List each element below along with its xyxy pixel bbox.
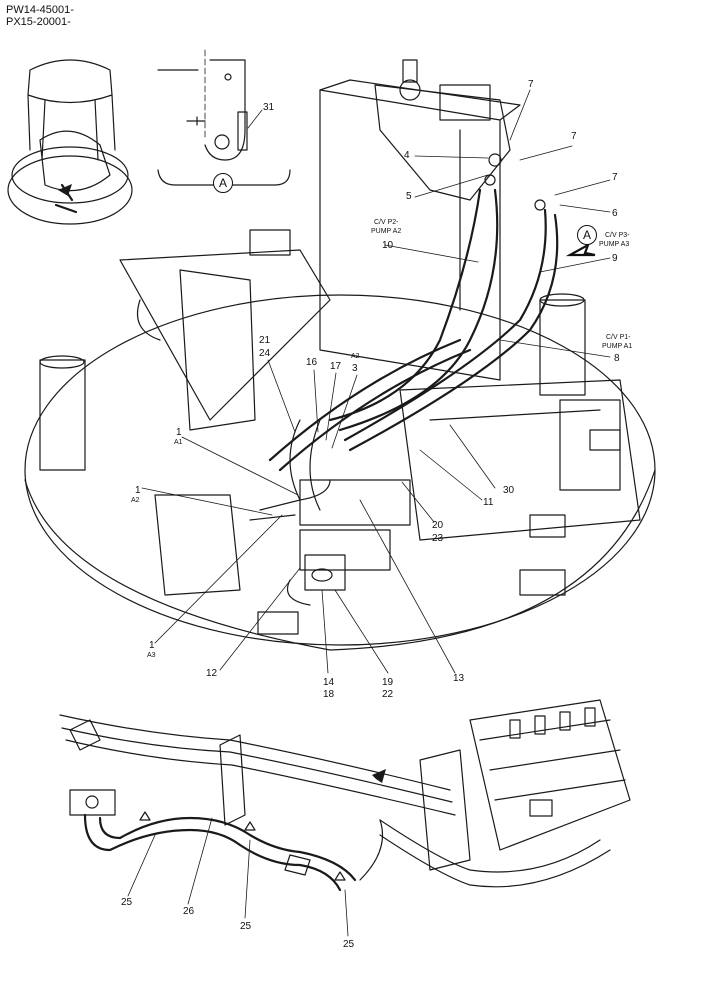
callout-7-a: 7 <box>528 79 534 90</box>
callout-8: 8 <box>614 353 620 364</box>
port-label-p3-line1: C/V P3- <box>605 232 630 239</box>
leader-lines <box>127 89 611 937</box>
callout-18: 18 <box>323 689 335 700</box>
callout-19: 19 <box>382 677 394 688</box>
port-label-p2-line1: C/V P2- <box>374 219 399 226</box>
callout-7-b: 7 <box>571 131 577 142</box>
callout-4: 4 <box>404 150 410 161</box>
callout-1-a3: 1 <box>149 640 155 651</box>
callout-30: 30 <box>503 485 515 496</box>
callout-31: 31 <box>263 102 275 113</box>
sub-label-a2-top: A2 <box>351 353 360 360</box>
callout-22: 22 <box>382 689 394 700</box>
callout-26: 26 <box>183 906 195 917</box>
model-range-header: PW14-45001- PX15-20001- <box>6 4 74 28</box>
model-range-line2: PX15-20001- <box>6 16 71 28</box>
callout-11: 11 <box>483 497 494 508</box>
callout-10: 10 <box>382 240 394 251</box>
machine-thumbnail <box>7 59 133 225</box>
port-label-p2-line2: PUMP A2 <box>371 228 402 235</box>
port-label-p1-line1: C/V P1- <box>606 334 631 341</box>
callout-3: 3 <box>352 363 358 374</box>
callout-7-c: 7 <box>612 172 618 183</box>
callout-25-c: 25 <box>343 939 355 950</box>
detail-a-marker: A <box>213 173 233 193</box>
hoses <box>249 188 559 606</box>
callout-5: 5 <box>406 191 412 202</box>
control-valve-top <box>374 59 596 257</box>
sub-label-a1: A1 <box>174 439 183 446</box>
detail-a-view <box>157 49 291 186</box>
callout-6: 6 <box>612 208 618 219</box>
callout-13: 13 <box>453 673 465 684</box>
callout-21: 21 <box>259 335 271 346</box>
callout-25-a: 25 <box>121 897 133 908</box>
lower-hose-detail <box>59 699 631 892</box>
port-label-p3-line2: PUMP A3 <box>599 241 630 248</box>
callout-20: 20 <box>432 520 444 531</box>
port-label-p1-line2: PUMP A1 <box>602 343 633 350</box>
callout-24: 24 <box>259 348 271 359</box>
callout-1-a2: 1 <box>135 485 141 496</box>
callout-25-b: 25 <box>240 921 252 932</box>
callout-23: 23 <box>432 533 444 544</box>
detail-a-reference-marker: A <box>577 225 597 245</box>
callout-14: 14 <box>323 677 335 688</box>
sub-label-a3: A3 <box>147 652 156 659</box>
callout-12: 12 <box>206 668 218 679</box>
callout-9: 9 <box>612 253 618 264</box>
callout-1-a1: 1 <box>176 427 182 438</box>
sub-label-a2-left: A2 <box>131 497 140 504</box>
callout-17: 17 <box>330 361 342 372</box>
callout-16: 16 <box>306 357 318 368</box>
model-range-line1: PW14-45001- <box>6 4 74 16</box>
